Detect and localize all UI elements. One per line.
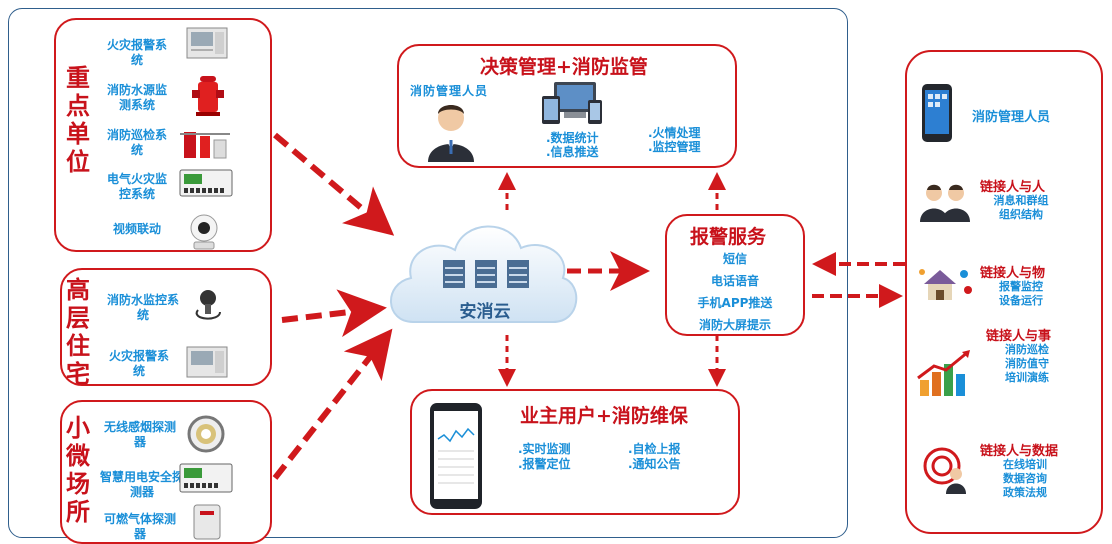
people-group-icon — [920, 184, 970, 222]
water-pressure-sensor-icon — [195, 290, 221, 320]
alarm-item: 电话语音 — [710, 274, 759, 288]
link-title: 链接人与数据 — [980, 444, 1059, 459]
decision-features-left: .数据统计 .信息推送 — [546, 131, 599, 159]
gas-detector-icon — [193, 504, 221, 540]
alarm-title: 报警服务 — [690, 226, 767, 248]
growth-chart-icon — [917, 350, 970, 396]
feature-item: .报警定位 — [518, 457, 571, 471]
link-items: 消息和群组 组织结构 — [986, 194, 1056, 222]
fire-hydrant-icon — [192, 76, 224, 116]
link-items: 报警监控 设备运行 — [986, 280, 1056, 308]
alarm-item: 短信 — [722, 252, 747, 266]
right-top-label: 消防管理人员 — [972, 110, 1051, 125]
smoke-detector-icon — [187, 415, 225, 453]
alarm-list: 短信 电话语音 手机APP推送 消防大屏提示 — [668, 248, 802, 336]
main-frame — [8, 8, 848, 538]
electrical-monitor-icon — [179, 169, 233, 197]
manager-avatar-icon — [428, 105, 474, 162]
group-high-rise: 高层住宅 — [60, 268, 272, 388]
link-title: 链接人与事 — [986, 329, 1052, 344]
decision-title: 决策管理+消防监管 — [480, 56, 648, 78]
link-item: 培训演练 — [1005, 371, 1049, 384]
cloud-shape — [390, 225, 578, 323]
iot-house-icon — [919, 269, 972, 300]
link-item: 消息和群组 — [993, 194, 1049, 207]
arrow-key-to-cloud — [273, 132, 395, 236]
link-item: 数据咨询 — [1003, 472, 1047, 485]
device-label: 无线感烟探测器 — [104, 420, 177, 449]
camera-icon — [190, 214, 218, 250]
link-items: 消防巡检 消防值守 培训演练 — [992, 343, 1062, 385]
feature-item: .通知公告 — [628, 457, 681, 471]
link-item: 在线培训 — [1003, 458, 1047, 471]
target-person-icon — [923, 447, 966, 494]
device-label: 可燃气体探测器 — [104, 512, 177, 541]
group-title: 重点单位 — [66, 64, 90, 176]
device-label: 消防水源监测系统 — [106, 83, 167, 112]
owner-title: 业主用户+消防维保 — [520, 405, 688, 427]
arrow-small-to-cloud — [272, 328, 393, 480]
link-title: 链接人与物 — [980, 266, 1046, 281]
link-item: 消防巡检 — [1005, 343, 1049, 356]
feature-item: .实时监测 — [518, 442, 571, 456]
feature-item: .信息推送 — [546, 145, 599, 159]
manager-label: 消防管理人员 — [410, 84, 489, 98]
alarm-box — [665, 214, 805, 336]
device-label: 火灾报警系统 — [106, 38, 167, 67]
owner-features-right: .自检上报 .通知公告 — [628, 442, 681, 472]
link-item: 设备运行 — [999, 294, 1043, 307]
phone-app-icon — [430, 403, 482, 509]
smartphone-icon — [922, 84, 952, 142]
device-label: 火灾报警系统 — [108, 349, 169, 378]
link-item: 报警监控 — [999, 280, 1043, 293]
group-title: 高层住宅 — [66, 276, 90, 388]
link-item: 消防值守 — [1005, 357, 1049, 370]
link-item: 组织结构 — [999, 208, 1043, 221]
device-label: 智慧用电安全探测器 — [99, 470, 184, 499]
fire-alarm-panel-icon — [186, 27, 228, 59]
group-title: 小微场所 — [66, 414, 90, 526]
cloud-label: 安消云 — [459, 302, 511, 322]
feature-item: .自检上报 — [628, 442, 681, 456]
alarm-item: 手机APP推送 — [697, 296, 773, 310]
fire-alarm-panel-icon — [186, 346, 228, 378]
link-item: 政策法规 — [1003, 486, 1047, 499]
owner-features-left: .实时监测 .报警定位 — [518, 442, 571, 472]
feature-item: .火情处理 — [648, 126, 701, 140]
server-icon — [443, 260, 529, 288]
link-items: 在线培训 数据咨询 政策法规 — [990, 458, 1060, 500]
devices-icon — [542, 82, 602, 124]
device-label: 电气火灾监控系统 — [106, 172, 167, 201]
device-label: 消防巡检系统 — [106, 128, 167, 157]
arrow-highrise-to-cloud — [281, 289, 387, 338]
smart-electric-detector-icon — [179, 463, 233, 493]
group-key-units: 重点单位 — [54, 18, 272, 252]
link-title: 链接人与人 — [980, 180, 1046, 195]
device-label: 消防水监控系统 — [106, 293, 179, 322]
inspection-pump-icon — [180, 132, 230, 159]
alarm-item: 消防大屏提示 — [698, 318, 771, 332]
device-label: 视频联动 — [112, 222, 161, 236]
feature-item: .监控管理 — [648, 140, 701, 154]
decision-features-right: .火情处理 .监控管理 — [648, 126, 701, 154]
feature-item: .数据统计 — [546, 131, 599, 145]
